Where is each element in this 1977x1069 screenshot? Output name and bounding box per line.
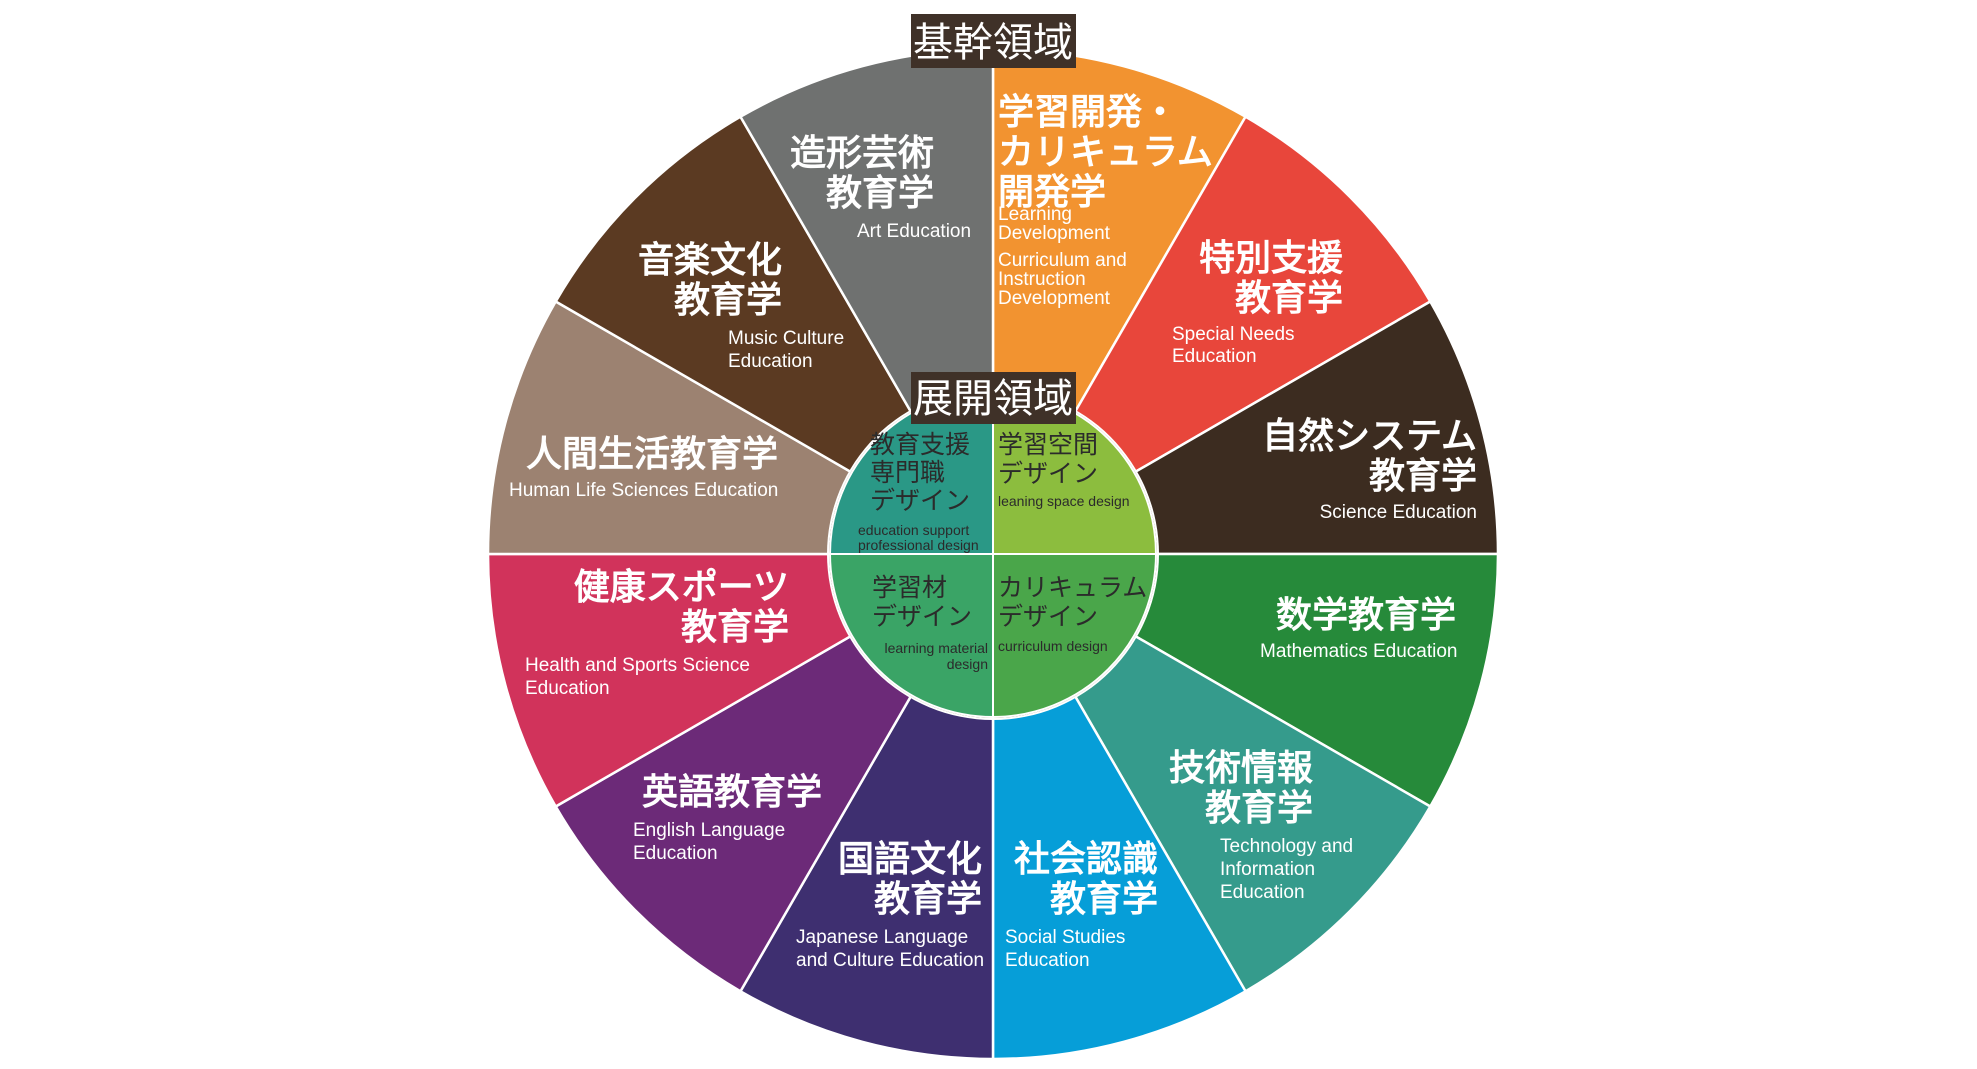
segment-3-jp-line-2: 教育学 xyxy=(1369,455,1477,497)
quadrant-4-en-line-2: professional design xyxy=(858,537,979,553)
segment-10-en-line-1: Human Life Sciences Education xyxy=(509,480,778,501)
quadrant-4-jp-line-1: 教育支援 xyxy=(870,430,970,459)
quadrant-3-jp-line-2: デザイン xyxy=(872,602,972,631)
segment-2-en-line-2: Education xyxy=(1172,346,1257,367)
segment-7-en-line-1: Japanese Language xyxy=(796,927,968,948)
segment-11-en-line-2: Education xyxy=(728,351,813,372)
segment-1-en-line-5: Development xyxy=(998,288,1111,309)
segment-6-en-line-2: Education xyxy=(1005,950,1090,971)
core-label-box xyxy=(911,14,1076,68)
segment-6-jp-line-1: 社会認識 xyxy=(1014,839,1158,880)
segment-1-jp-line-1: 学習開発・ xyxy=(998,91,1178,133)
inner-label: 展開領域 xyxy=(913,376,1073,422)
segment-7-jp-line-2: 教育学 xyxy=(874,878,982,920)
segment-5-en-line-3: Education xyxy=(1220,882,1305,903)
segment-2-en-line-1: Special Needs xyxy=(1172,324,1295,345)
inner-circle xyxy=(828,389,1158,719)
segment-12-jp-line-2: 教育学 xyxy=(826,172,934,214)
outer-labels: 学習開発・カリキュラム開発学LearningDevelopmentCurricu… xyxy=(509,91,1477,971)
segment-9-jp-line-1: 健康スポーツ xyxy=(574,566,789,608)
quadrant-3-en-line-1: learning material xyxy=(885,640,989,656)
segment-5-jp-line-2: 教育学 xyxy=(1205,787,1313,829)
segment-label-4: 数学教育学 Mathematics Education xyxy=(1260,594,1458,662)
quadrant-2-en-line-1: curriculum design xyxy=(998,638,1108,654)
quadrant-4-jp-line-2: 専門職 xyxy=(870,458,945,487)
segment-1-en-line-4: Instruction xyxy=(998,269,1086,290)
quadrant-1-en-line-1: leaning space design xyxy=(998,493,1130,509)
quadrant-1-jp-line-1: 学習空間 xyxy=(998,430,1098,459)
segment-4-en-line-1: Mathematics Education xyxy=(1260,641,1458,662)
segment-11-jp-line-1: 音楽文化 xyxy=(638,240,782,281)
segment-1-jp-line-2: カリキュラム xyxy=(998,132,1213,173)
segment-8-jp-line-1: 英語教育学 xyxy=(642,771,822,813)
segment-1-jp-line-3: 開発学 xyxy=(998,171,1106,213)
segment-8-en-line-1: English Language xyxy=(633,820,785,841)
segment-6-jp-line-2: 教育学 xyxy=(1050,878,1158,920)
core-label: 基幹領域 xyxy=(913,20,1073,66)
segment-5-en-line-1: Technology and xyxy=(1220,836,1353,857)
quadrant-4-en-line-1: education support xyxy=(858,522,969,538)
quadrant-3 xyxy=(828,553,994,719)
segment-2-jp-line-2: 教育学 xyxy=(1235,277,1343,319)
segment-9-en-line-2: Education xyxy=(525,678,610,699)
segment-10-jp-line-1: 人間生活教育学 xyxy=(526,433,778,475)
segment-1-en-line-1: Learning xyxy=(998,204,1072,225)
segment-6-en-line-1: Social Studies xyxy=(1005,927,1125,948)
segment-9-jp-line-2: 教育学 xyxy=(681,606,789,648)
segment-8-en-line-2: Education xyxy=(633,843,718,864)
segment-5-en-line-2: Information xyxy=(1220,859,1315,880)
segment-3-en-line-1: Science Education xyxy=(1320,502,1477,523)
segment-11-jp-line-2: 教育学 xyxy=(674,279,782,321)
segment-2-jp-line-1: 特別支援 xyxy=(1199,238,1344,279)
quadrant-3-en-line-2: design xyxy=(947,656,988,672)
quadrant-3-jp-line-1: 学習材 xyxy=(872,573,947,602)
segment-9-en-line-1: Health and Sports Science xyxy=(525,655,750,676)
segment-11-en-line-1: Music Culture xyxy=(728,328,844,349)
segment-label-1: 学習開発・カリキュラム開発学LearningDevelopmentCurricu… xyxy=(998,91,1213,309)
segment-4-jp-line-1: 数学教育学 xyxy=(1276,594,1456,636)
quadrant-2-jp-line-1: カリキュラム xyxy=(998,573,1147,602)
segment-12-jp-line-1: 造形芸術 xyxy=(790,133,934,174)
quadrant-4-jp-line-3: デザイン xyxy=(870,486,970,515)
segment-1-en-line-3: Curriculum and xyxy=(998,250,1127,271)
segment-label-10: 人間生活教育学 Human Life Sciences Education xyxy=(509,433,778,501)
quadrant-2 xyxy=(992,553,1158,719)
segment-5-jp-line-1: 技術情報 xyxy=(1169,748,1313,789)
segment-7-en-line-2: and Culture Education xyxy=(796,950,984,971)
segment-7-jp-line-1: 国語文化 xyxy=(838,839,982,880)
segment-3-jp-line-1: 自然システム xyxy=(1262,415,1477,457)
inner-label-box xyxy=(911,372,1076,424)
segment-1-en-line-2: Development xyxy=(998,223,1111,244)
segment-12-en-line-1: Art Education xyxy=(857,221,971,242)
quadrant-2-jp-line-2: デザイン xyxy=(998,602,1098,631)
quadrant-1-jp-line-2: デザイン xyxy=(998,459,1098,488)
